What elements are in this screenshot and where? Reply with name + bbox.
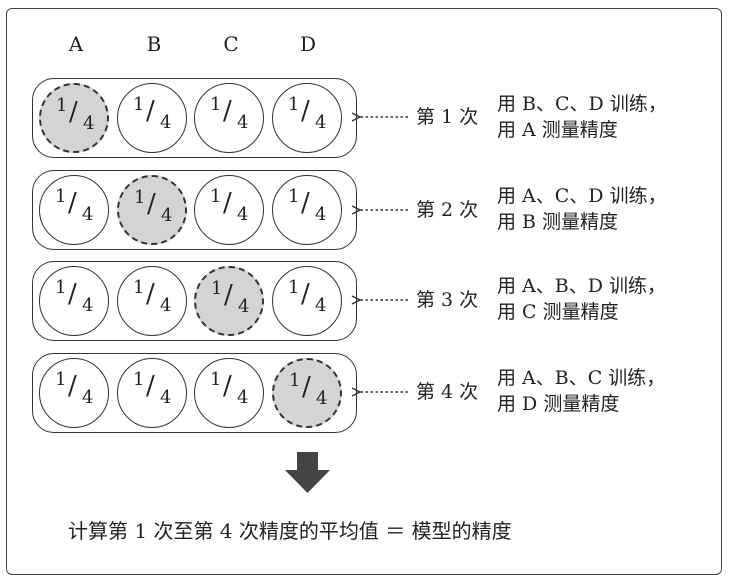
round-2-test-text: 用 B 测量精度 <box>497 211 619 233</box>
round-2-fold-d-train: 1/4 <box>272 175 342 245</box>
fold-denominator: 4 <box>316 388 328 409</box>
fold-denominator: 4 <box>160 112 172 133</box>
fold-denominator: 4 <box>237 204 249 225</box>
fold-denominator: 4 <box>161 205 173 226</box>
fold-denominator: 4 <box>237 112 249 133</box>
round-1-fold-a-test: 1/4 <box>39 83 109 153</box>
conclusion-text: 计算第 1 次至第 4 次精度的平均值 ＝ 模型的精度 <box>68 519 512 543</box>
fold-numerator: 1 <box>133 369 145 390</box>
column-label-b: B <box>146 32 162 56</box>
fold-numerator: 1 <box>55 369 67 390</box>
fold-slash: / <box>68 371 77 401</box>
round-3-test-text: 用 C 测量精度 <box>497 301 619 323</box>
round-3-train-text: 用 A、B、D 训练， <box>497 275 666 297</box>
round-3-label: 第 3 次 <box>416 289 479 311</box>
fold-denominator: 4 <box>315 295 327 316</box>
fold-slash: / <box>223 188 232 218</box>
column-label-c: C <box>223 32 239 56</box>
fold-denominator: 4 <box>238 296 250 317</box>
round-4-test-text: 用 D 测量精度 <box>497 393 620 415</box>
round-4-fold-b-train: 1/4 <box>117 358 187 428</box>
round-4-description: 用 A、B、C 训练， 用 D 测量精度 <box>497 365 665 417</box>
fold-denominator: 4 <box>315 204 327 225</box>
fold-slash: / <box>223 96 232 126</box>
fold-numerator: 1 <box>288 94 300 115</box>
round-2-fold-c-train: 1/4 <box>194 175 264 245</box>
diagram-frame <box>6 8 722 575</box>
round-1-fold-c-train: 1/4 <box>194 83 264 153</box>
fold-denominator: 4 <box>315 112 327 133</box>
round-2-label: 第 2 次 <box>416 199 479 221</box>
fold-slash: / <box>69 97 78 127</box>
fold-denominator: 4 <box>82 387 94 408</box>
round-2-fold-b-test: 1/4 <box>117 175 187 245</box>
fold-numerator: 1 <box>289 370 301 391</box>
fold-slash: / <box>301 96 310 126</box>
fold-numerator: 1 <box>55 186 67 207</box>
round-2-description: 用 A、C、D 训练， 用 B 测量精度 <box>497 183 667 235</box>
fold-slash: / <box>301 279 310 309</box>
fold-numerator: 1 <box>288 277 300 298</box>
fold-numerator: 1 <box>210 186 222 207</box>
round-4-train-text: 用 A、B、C 训练， <box>497 367 666 389</box>
round-4-fold-a-train: 1/4 <box>39 358 109 428</box>
fold-slash: / <box>302 372 311 402</box>
fold-numerator: 1 <box>133 94 145 115</box>
column-label-d: D <box>299 32 317 56</box>
fold-slash: / <box>301 188 310 218</box>
fold-denominator: 4 <box>160 387 172 408</box>
fold-numerator: 1 <box>211 278 223 299</box>
fold-denominator: 4 <box>82 204 94 225</box>
round-3-description: 用 A、B、D 训练， 用 C 测量精度 <box>497 273 666 325</box>
fold-numerator: 1 <box>288 186 300 207</box>
round-1-fold-b-train: 1/4 <box>117 83 187 153</box>
fold-numerator: 1 <box>56 95 68 116</box>
fold-slash: / <box>68 279 77 309</box>
fold-slash: / <box>146 96 155 126</box>
fold-slash: / <box>147 189 156 219</box>
fold-slash: / <box>146 371 155 401</box>
round-2-fold-a-train: 1/4 <box>39 175 109 245</box>
fold-slash: / <box>68 188 77 218</box>
down-arrow-icon <box>285 452 330 493</box>
column-label-a: A <box>68 32 84 56</box>
round-2-train-text: 用 A、C、D 训练， <box>497 185 667 207</box>
round-1-fold-d-train: 1/4 <box>272 83 342 153</box>
round-1-description: 用 B、C、D 训练， 用 A 测量精度 <box>497 91 667 143</box>
round-4-label: 第 4 次 <box>416 381 479 403</box>
fold-denominator: 4 <box>237 387 249 408</box>
round-1-label: 第 1 次 <box>416 106 479 128</box>
fold-numerator: 1 <box>55 277 67 298</box>
round-3-fold-c-test: 1/4 <box>194 266 264 336</box>
fold-numerator: 1 <box>134 187 146 208</box>
round-3-fold-b-train: 1/4 <box>117 266 187 336</box>
fold-numerator: 1 <box>133 277 145 298</box>
round-1-test-text: 用 A 测量精度 <box>497 119 618 141</box>
round-3-fold-a-train: 1/4 <box>39 266 109 336</box>
fold-denominator: 4 <box>83 113 95 134</box>
round-4-fold-d-test: 1/4 <box>272 358 342 428</box>
fold-denominator: 4 <box>82 295 94 316</box>
round-4-fold-c-train: 1/4 <box>194 358 264 428</box>
fold-slash: / <box>224 280 233 310</box>
fold-slash: / <box>146 279 155 309</box>
round-1-train-text: 用 B、C、D 训练， <box>497 93 667 115</box>
fold-numerator: 1 <box>210 369 222 390</box>
fold-numerator: 1 <box>210 94 222 115</box>
fold-slash: / <box>223 371 232 401</box>
round-3-fold-d-train: 1/4 <box>272 266 342 336</box>
fold-denominator: 4 <box>160 295 172 316</box>
